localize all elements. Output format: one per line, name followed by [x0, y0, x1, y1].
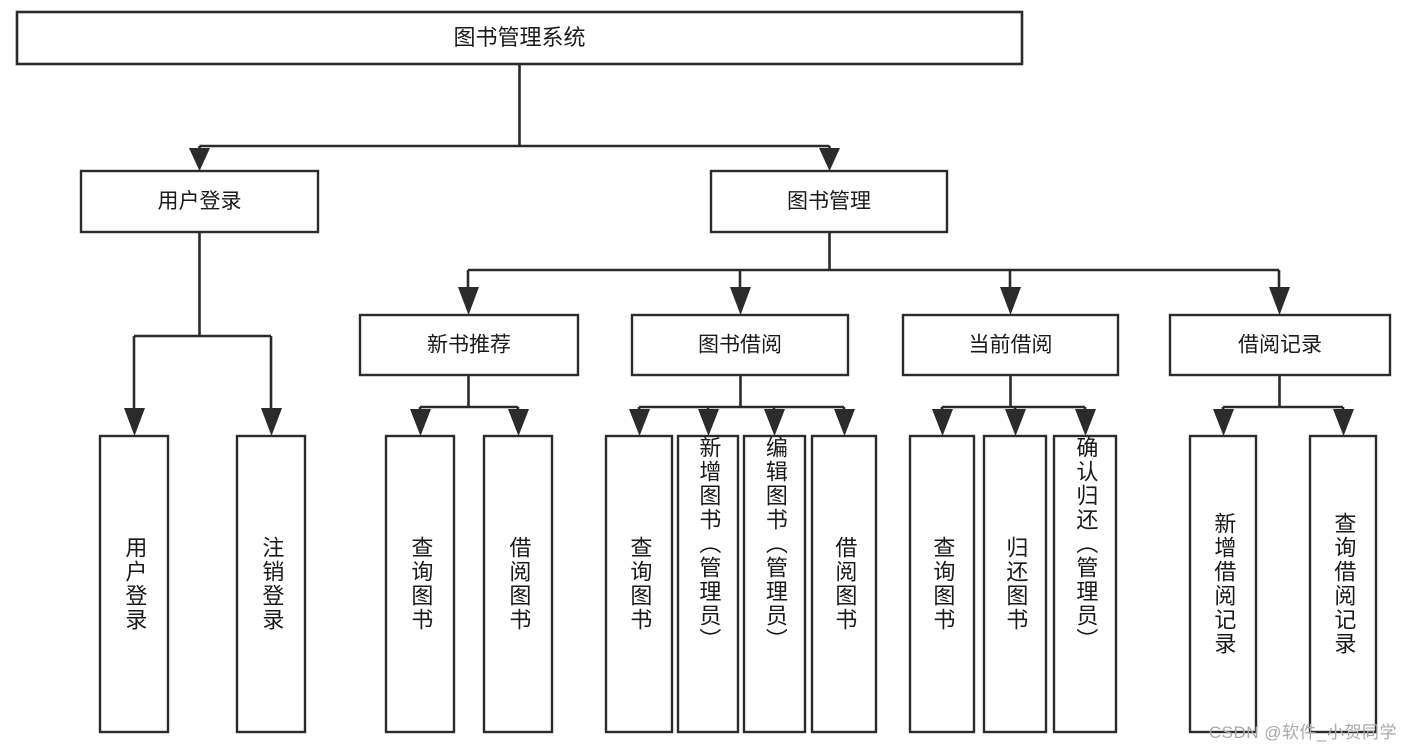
arrowhead-leaf-query-book-borrow [629, 409, 650, 436]
arrowhead-leaf-confirm-return-admin [1075, 409, 1096, 436]
node-current-borrow-box[interactable] [901, 313, 1120, 377]
arrowhead-leaf-user-login [124, 408, 145, 436]
node-user-login-label: 用户登录 [158, 190, 242, 213]
arrowhead-leaf-add-book-admin [698, 409, 719, 436]
leaf-box-query-book-cur[interactable] [908, 434, 976, 734]
connector-layer [124, 64, 1354, 436]
arrowhead-leaf-return-book [1005, 409, 1026, 436]
arrowhead-book-borrow [730, 287, 751, 315]
node-new-book-recommend-box[interactable] [358, 313, 580, 377]
node-current-borrow[interactable]: 当前借阅 [901, 313, 1120, 377]
arrowhead-user-login [189, 148, 210, 171]
node-current-borrow-label: 当前借阅 [969, 334, 1053, 357]
node-book-borrow-box[interactable] [630, 313, 850, 377]
arrowhead-leaf-query-book-cur [932, 409, 953, 436]
arrowhead-leaf-borrow-book-rec [508, 409, 529, 436]
leaf-box-return-book[interactable] [982, 434, 1048, 734]
node-root[interactable]: 图书管理系统 [15, 10, 1024, 66]
arrowhead-leaf-query-book-rec [410, 409, 431, 436]
node-new-book-recommend[interactable]: 新书推荐 [358, 313, 580, 377]
leaf-box-user-logout[interactable] [235, 434, 307, 734]
arrowhead-leaf-query-borrow-record [1333, 409, 1354, 436]
watermark-text: CSDN @软件_小贺同学 [1208, 723, 1397, 742]
leaf-box-borrow-book[interactable] [810, 434, 878, 734]
node-book-manage-box[interactable] [709, 169, 949, 234]
leaf-box-borrow-book-rec[interactable] [482, 434, 554, 734]
leaf-box-confirm-return-admin[interactable] [1052, 434, 1118, 734]
leaf-box-user-login[interactable] [98, 434, 170, 734]
arrowhead-leaf-borrow-book [834, 409, 855, 436]
node-root-box[interactable] [15, 10, 1024, 66]
leaf-box-add-borrow-record[interactable] [1188, 434, 1258, 734]
node-new-book-recommend-label: 新书推荐 [427, 334, 511, 357]
leaf-box-add-book-admin[interactable] [676, 434, 740, 734]
arrowhead-new-book-recommend [458, 287, 479, 315]
arrowhead-borrow-record [1269, 287, 1290, 315]
arrowhead-current-borrow [1000, 287, 1021, 315]
leaf-box-layer [98, 434, 1378, 734]
arrowhead-book-manage [819, 148, 840, 171]
leaf-box-query-book-borrow[interactable] [604, 434, 674, 734]
arrowhead-leaf-user-logout [261, 408, 282, 436]
node-user-login-box[interactable] [79, 169, 320, 234]
node-book-borrow-label: 图书借阅 [698, 334, 782, 357]
node-book-borrow[interactable]: 图书借阅 [630, 313, 850, 377]
node-book-manage[interactable]: 图书管理 [709, 169, 949, 234]
leaf-box-edit-book-admin[interactable] [742, 434, 807, 734]
leaf-box-query-borrow-record[interactable] [1308, 434, 1378, 734]
arrowhead-leaf-add-borrow-record [1213, 409, 1234, 436]
arrowhead-leaf-edit-book-admin [764, 409, 785, 436]
leaf-box-query-book-rec[interactable] [384, 434, 456, 734]
node-user-login[interactable]: 用户登录 [79, 169, 320, 234]
node-borrow-record[interactable]: 借阅记录 [1168, 313, 1392, 377]
node-borrow-record-label: 借阅记录 [1238, 334, 1322, 357]
node-book-manage-label: 图书管理 [787, 190, 871, 213]
node-root-label: 图书管理系统 [453, 25, 585, 50]
node-borrow-record-box[interactable] [1168, 313, 1392, 377]
